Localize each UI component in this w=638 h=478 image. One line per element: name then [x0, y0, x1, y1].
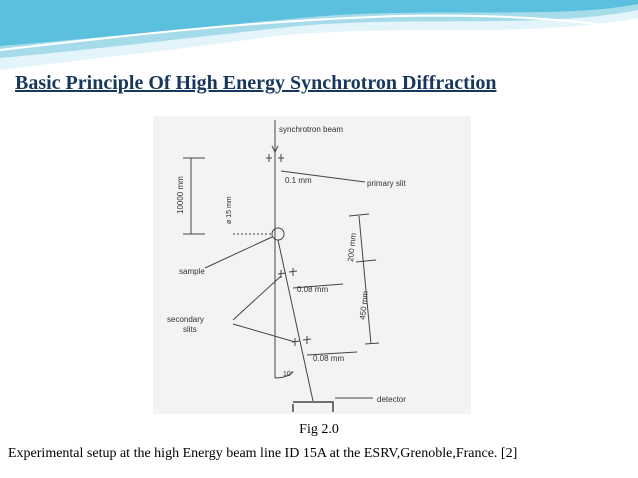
header-wave-decoration — [0, 0, 638, 70]
figure-caption: Fig 2.0 — [299, 422, 339, 437]
beam-arrow-head — [271, 145, 279, 154]
secondary-slit-2 — [291, 336, 312, 346]
label-primary-slit-gap: 0.1 mm — [285, 176, 312, 185]
label-primary-slit: primary slit — [367, 179, 406, 188]
secondary-slit-1 — [277, 268, 298, 278]
slit-gap-2-leader — [306, 351, 358, 356]
figure-footnote: Experimental setup at the high Energy be… — [8, 446, 518, 461]
diffracted-beam — [277, 239, 314, 402]
label-sample: sample — [179, 267, 205, 276]
sample-circle — [271, 227, 285, 241]
detector-shape — [292, 401, 334, 412]
primary-slit-leader — [280, 170, 366, 183]
label-synchrotron-beam: synchrotron beam — [279, 125, 343, 134]
dimension-line-200-450 — [358, 215, 372, 345]
slit-gap-1-leader — [292, 283, 344, 289]
label-distance-10000: 10000 mm — [176, 176, 185, 214]
slide-title: Basic Principle Of High Energy Synchrotr… — [15, 72, 497, 94]
label-distance-450: 450 mm — [358, 290, 370, 320]
label-distance-200: 200 mm — [346, 232, 358, 262]
label-diameter-15: ø 15 mm — [226, 196, 233, 224]
label-secondary-slits-2: slits — [183, 325, 197, 334]
label-detector: detector — [377, 395, 406, 404]
angle-arc — [274, 371, 294, 379]
setup-diagram: synchrotron beam 0.1 mm primary slit 100… — [153, 116, 471, 414]
label-slit-gap-2: 0.08 mm — [313, 354, 344, 363]
primary-slit-shape — [266, 154, 284, 162]
sample-leader — [204, 236, 273, 269]
label-secondary-slits-1: secondary — [167, 315, 204, 324]
label-angle: 10° — [283, 370, 294, 378]
label-slit-gap-1: 0.08 mm — [297, 285, 328, 294]
